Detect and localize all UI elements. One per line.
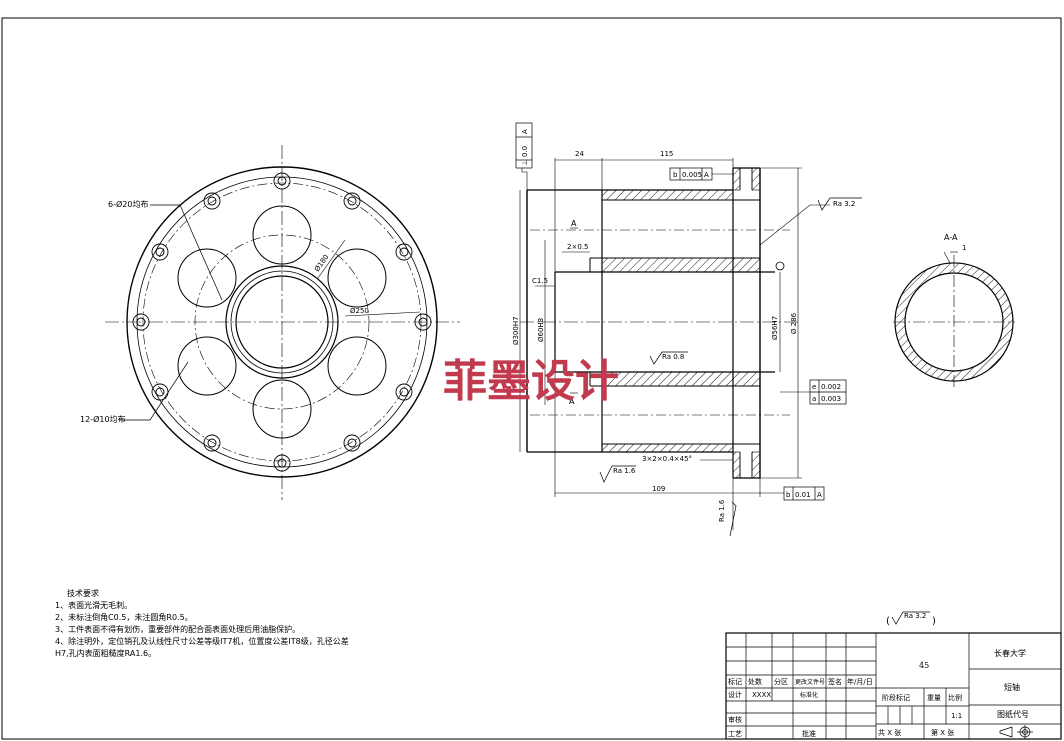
perp-frame-datum: A [521,129,529,134]
watermark: 菲墨设计 [443,356,619,407]
projection-symbol-icon [999,725,1033,739]
roughness-label-3: Ra 1.6 [613,467,636,475]
note-5: H7,孔内表面粗糙度RA1.6。 [55,649,157,658]
tb-stage-label: 阶段标记 [882,693,910,702]
dim-total: 109 [652,485,665,493]
front-view [105,145,460,500]
frame-top-symbol: b [673,171,678,179]
title-block [725,632,1062,740]
section-dimensions [519,158,830,530]
perp-frame [515,122,533,169]
roughness-label-2: Ra 0.8 [662,353,684,361]
dim-left: 24 [575,150,584,158]
tb-mark: 标记 [728,677,742,686]
tb-scale-value: 1:1 [951,712,962,720]
tb-sheets-total: 共 X 张 [878,728,901,737]
note-3: 3、工件表面不得有划伤，重要部件的配合面表面处理后用油脂保护。 [55,625,301,634]
frame-mid-1-symbol: e [812,383,816,391]
small-holes-label: 6-Ø20均布 [108,199,148,209]
frame-bottom-datum: A [817,491,822,499]
tb-zone: 分区 [774,677,788,686]
dim-c15: C1.5 [532,277,548,285]
tb-review-label: 审核 [728,715,742,724]
side-view-title: A-A [944,233,958,242]
tb-sheet-no: 第 X 张 [931,728,954,737]
perp-frame-symbol: ⊥ [521,160,529,166]
small-bolt-holes [132,172,432,472]
frame-top-datum: A [704,171,709,179]
flange-outer-circle [126,166,438,478]
tb-date: 年/月/日 [847,677,873,686]
tb-standard-label: 标准化 [800,691,818,699]
dim-outer-dia: Ø300H7 [512,316,520,345]
roughness-label-4: Ra 1.6 [718,499,726,522]
frame-mid-2-symbol: a [812,395,816,403]
notes-heading: 技术要求 [67,589,99,598]
frame-bottom-value: 0.01 [795,491,811,499]
general-roughness-close: ) [932,616,936,627]
material-value: 45 [919,661,929,670]
drawing-no-label: 图纸代号 [997,709,1029,719]
part-name: 短轴 [1004,682,1020,692]
dim-chamfer-bottom: 3×2×0.4×45° [642,455,692,463]
frame-bottom [783,486,825,501]
large-holes [177,205,387,439]
perp-frame-value: 0.0 [521,146,529,157]
tb-change-doc: 更改文件号 [795,678,825,686]
dim-inner-dia: Ø60H8 [537,318,545,342]
frame-bottom-symbol: b [786,491,791,499]
tb-count: 处数 [748,677,762,686]
frame-mid-1-value: 0.002 [821,383,841,391]
note-4: 4、除注明外，定位销孔及认线性尺寸公差等级IT7机，位置度公差IT8级，孔径公差 [55,637,349,646]
frame-top [669,167,713,181]
tb-process-label: 工艺 [728,730,742,738]
frame-mid-2-value: 0.003 [821,395,841,403]
tb-design-value: XXXX [752,691,771,699]
large-holes-label: 12-Ø10均布 [80,414,126,424]
pcd-dimension-1: Ø180 [313,253,330,273]
dim-mid: 115 [660,150,673,158]
section-mark-top: A [571,219,577,228]
section-hatching [601,167,761,479]
general-roughness-open: ( [886,616,890,627]
side-view [893,251,1015,390]
tb-weight-label: 重量 [927,694,941,702]
datum-symbol [775,261,785,271]
pcd-dimension-2: Ø250 [350,307,369,315]
section-mark-bottom: A [569,397,575,406]
roughness-label-1: Ra 3.2 [833,200,855,208]
note-1: 1、表面光滑无毛刺。 [55,601,133,610]
tb-signature: 签名 [828,677,842,686]
section-view [520,167,800,479]
dim-chamfer-top: 2×0.5 [567,243,588,251]
note-2: 2、未标注倒角C0.5，未注圆角R0.5。 [55,613,193,622]
frame-top-value: 0.005 [682,171,702,179]
drawing-border [1,17,1062,740]
tb-scale-label: 比例 [948,693,962,702]
school-name: 长春大学 [994,648,1026,658]
tb-approve-label: 批准 [802,729,816,738]
tb-design-label: 设计 [728,690,742,699]
roughness-symbols [599,197,862,537]
side-view-dim: 1 [962,244,966,252]
technical-notes: 技术要求 1、表面光滑无毛刺。 2、未标注倒角C0.5，未注圆角R0.5。 3、… [55,588,405,660]
frame-mid [809,379,847,405]
general-roughness [891,611,930,625]
dim-flange-dia: Ø 286 [790,312,798,334]
general-roughness-label: Ra 3.2 [904,612,926,620]
dim-bore-dia: Ø56H7 [771,316,779,340]
